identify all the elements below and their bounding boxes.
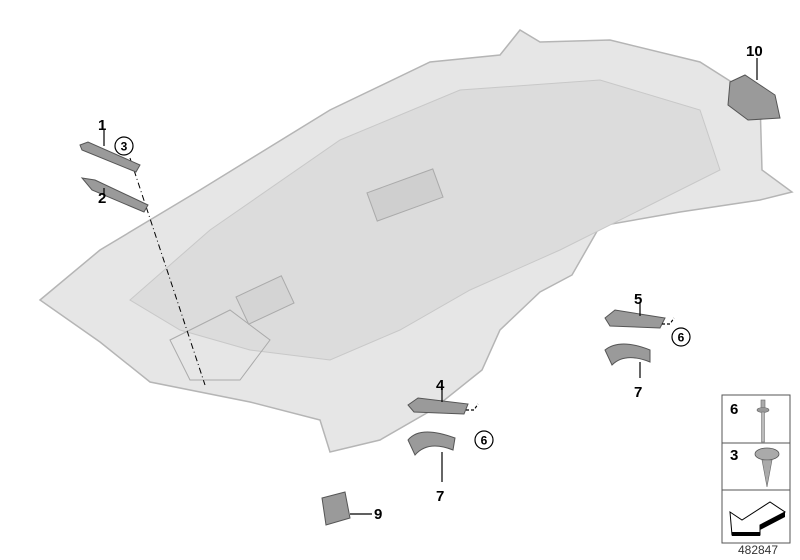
part-9-light[interactable]: 9 bbox=[321, 491, 382, 526]
svg-text:3: 3 bbox=[121, 140, 128, 154]
part-5-holder[interactable]: 5 bbox=[604, 291, 675, 329]
callout-4: 4 bbox=[436, 377, 445, 394]
part-4-holder[interactable]: 4 bbox=[407, 377, 479, 415]
callout-6b: 6 bbox=[474, 430, 494, 450]
blind-rivet-icon bbox=[756, 399, 770, 443]
callout-2: 2 bbox=[98, 190, 106, 207]
screw-with-washer-icon bbox=[754, 447, 780, 488]
assembly-line bbox=[129, 157, 206, 386]
callout-7: 7 bbox=[436, 488, 444, 505]
legend-number-6: 6 bbox=[730, 401, 738, 418]
arrow-symbol-icon bbox=[729, 501, 786, 536]
legend-number-3: 3 bbox=[730, 447, 738, 464]
part-8-grab-handle[interactable]: 7 bbox=[604, 343, 651, 401]
diagram-id: 482847 bbox=[738, 543, 778, 557]
svg-text:6: 6 bbox=[678, 331, 685, 345]
callout-3: 3 bbox=[114, 136, 134, 156]
callout-5: 5 bbox=[634, 291, 642, 308]
callout-9: 9 bbox=[374, 506, 382, 523]
callout-8: 7 bbox=[634, 384, 642, 401]
part-10-bracket[interactable]: 10 bbox=[727, 43, 781, 121]
callout-1: 1 bbox=[98, 117, 106, 134]
legend-box: 6 3 bbox=[721, 394, 791, 544]
part-1-trim[interactable]: 1 bbox=[79, 117, 141, 173]
headliner bbox=[38, 29, 794, 453]
callout-6a: 6 bbox=[671, 327, 691, 347]
part-7-grab-handle[interactable]: 7 bbox=[407, 431, 456, 505]
part-2-trim[interactable]: 2 bbox=[80, 177, 149, 213]
svg-text:6: 6 bbox=[481, 434, 488, 448]
callout-10: 10 bbox=[746, 43, 763, 60]
